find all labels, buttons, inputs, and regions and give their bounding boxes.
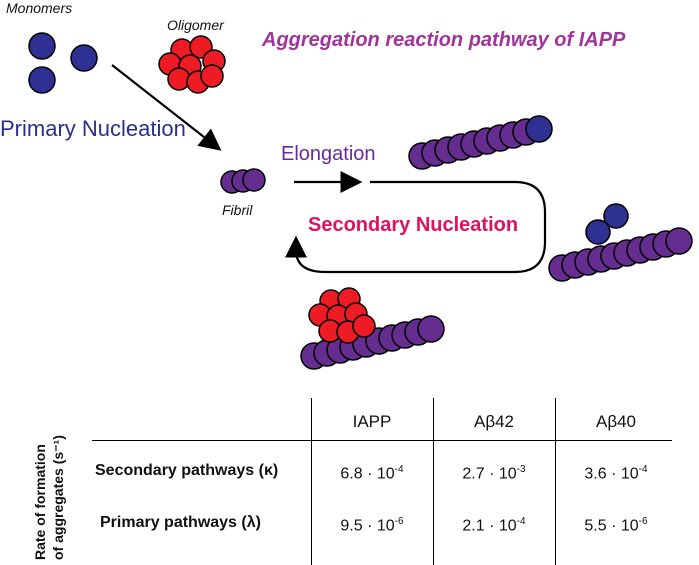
fibril-unit-circle — [665, 227, 693, 255]
oligomer-label: Oligomer — [167, 17, 224, 33]
row-label-secondary: Secondary pathways (κ) — [95, 462, 279, 479]
monomer-circle — [603, 203, 629, 229]
secondary-fibril-oligomer — [300, 287, 445, 370]
oligomer-cluster — [158, 35, 226, 94]
primary-nucleation-label: Primary Nucleation — [0, 116, 186, 141]
fibril-unit-circle — [525, 115, 553, 143]
rate-axis-label-line2: of aggregates (s⁻¹) — [50, 435, 66, 560]
secondary-fibril-monomers — [548, 203, 693, 282]
table-cell: 2.1 · 10-4 — [462, 516, 526, 535]
elongating-fibril — [408, 115, 553, 170]
monomer-circle — [28, 32, 56, 60]
monomers-group — [28, 32, 98, 94]
fibril-unit-circle — [417, 315, 445, 343]
row-label-primary: Primary pathways (λ) — [100, 514, 261, 531]
nucleation-arrow — [111, 64, 222, 151]
monomer-circle — [70, 44, 98, 72]
column-header-iapp: IAPP — [352, 412, 392, 431]
pathway-artwork — [28, 32, 693, 370]
table-cell: 5.5 · 10-6 — [584, 516, 648, 535]
secondary-loop-arrow — [285, 180, 547, 274]
elongation-label: Elongation — [281, 143, 376, 165]
rate-axis-label-line1: Rate of formation — [32, 444, 48, 560]
column-header-abeta40: Aβ40 — [595, 412, 637, 431]
rate-axis-label: Rate of formation of aggregates (s⁻¹) — [10, 420, 160, 560]
monomer-circle — [28, 66, 56, 94]
seed-fibril — [220, 168, 266, 194]
table-divider — [311, 398, 312, 565]
table-divider — [433, 398, 434, 565]
table-cell: 6.8 · 10-4 — [340, 464, 404, 483]
fibril-label: Fibril — [222, 202, 253, 218]
monomer-circle — [585, 219, 611, 245]
table-cell: 3.6 · 10-4 — [584, 464, 648, 483]
secondary-nucleation-label: Secondary Nucleation — [308, 214, 519, 236]
table-cell: 2.7 · 10-3 — [462, 464, 526, 483]
table-divider — [92, 440, 672, 441]
column-header-abeta42: Aβ42 — [473, 412, 515, 431]
table-divider — [555, 398, 556, 565]
monomers-label: Monomers — [6, 0, 73, 16]
oligomer-circle — [352, 314, 376, 338]
table-cell: 9.5 · 10-6 — [340, 516, 404, 535]
diagram-title: Aggregation reaction pathway of IAPP — [262, 29, 626, 51]
